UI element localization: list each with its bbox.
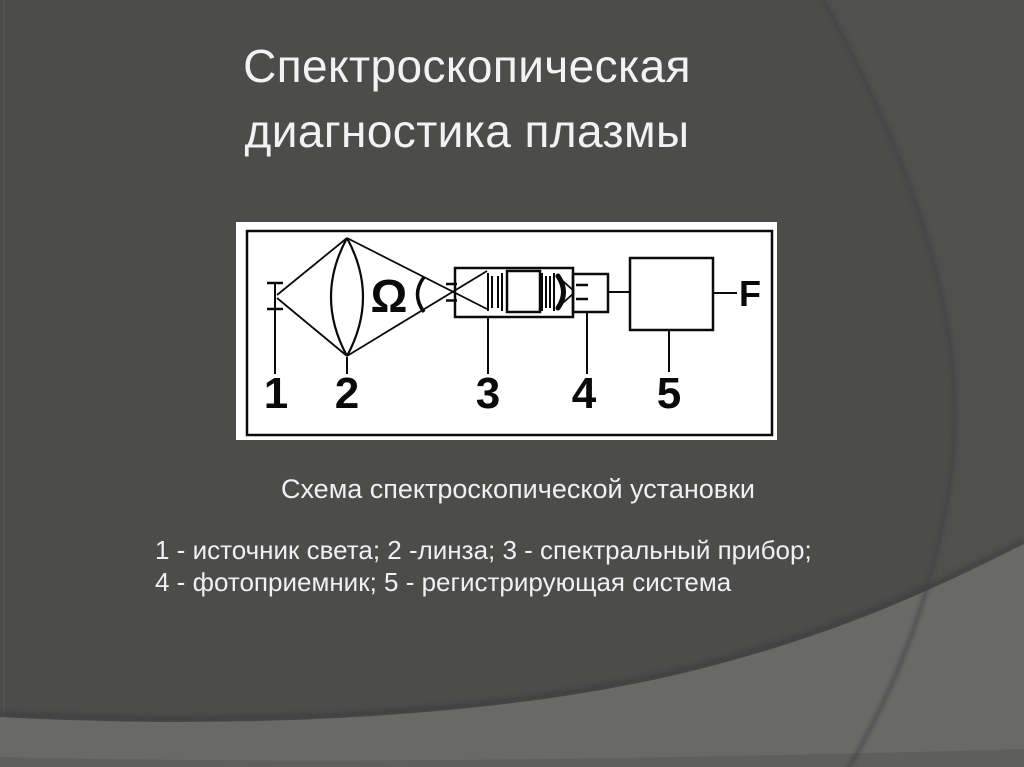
diagram-caption: Схема спектроскопической установки xyxy=(280,474,756,504)
spectral-device-optics xyxy=(487,269,575,314)
component-label-5: 5 xyxy=(657,369,681,418)
slide-title-line-1: Спектроскопическая xyxy=(243,40,691,92)
slide-title: Спектроскопическая диагностика плазмы xyxy=(0,34,934,164)
component-label-2: 2 xyxy=(335,369,359,418)
light-rays xyxy=(276,237,488,357)
light-source-symbol xyxy=(267,281,283,374)
component-label-3: 3 xyxy=(476,369,500,418)
slide-title-line-2: диагностика плазмы xyxy=(244,105,690,157)
swoosh-shadow xyxy=(0,538,1024,722)
background-arc-line xyxy=(822,0,957,767)
bottom-band xyxy=(0,749,1024,767)
legend-line-1: 1 - источник света; 2 -линза; 3 - спектр… xyxy=(155,535,812,565)
omega-solid-angle-label: Ω xyxy=(371,270,408,322)
legend-line-2: 4 - фотоприемник; 5 - регистрирующая сис… xyxy=(155,567,732,597)
diagram-frame xyxy=(245,229,774,437)
exit-slit xyxy=(576,283,588,301)
recording-system-box xyxy=(628,256,715,332)
output-label: F xyxy=(739,273,761,314)
component-label-4: 4 xyxy=(572,369,597,418)
swoosh-light-region xyxy=(0,544,1024,767)
left-edge-accent-line xyxy=(3,0,5,767)
leader-lines xyxy=(346,312,670,374)
diagram-legend: 1 - источник света; 2 -линза; 3 - спектр… xyxy=(155,534,915,598)
component-label-1: 1 xyxy=(264,369,288,418)
solid-angle-arc xyxy=(415,275,426,314)
lens-symbol xyxy=(329,237,365,357)
spectroscopy-setup-diagram: Ω xyxy=(236,222,777,440)
